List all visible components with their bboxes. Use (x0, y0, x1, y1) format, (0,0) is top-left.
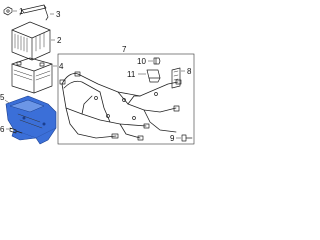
callout-3: 3 (56, 10, 61, 19)
tray-bolt (9, 127, 23, 134)
callout-6: 6 (0, 125, 5, 134)
battery (11, 57, 53, 94)
callout-11: 11 (127, 70, 136, 79)
callout-7: 7 (122, 45, 127, 54)
relay-bracket (146, 69, 161, 83)
callout-5: 5 (0, 93, 5, 102)
hold-down-bracket (19, 4, 49, 21)
clip-part (3, 6, 13, 16)
wiring-harness (59, 71, 182, 141)
harness-clip (153, 57, 161, 65)
harness-group-box (57, 53, 195, 145)
callout-10: 10 (137, 57, 146, 66)
callout-4: 4 (59, 62, 64, 71)
battery-cover (11, 21, 51, 61)
fuse-holder (171, 67, 181, 89)
callout-9: 9 (170, 134, 175, 143)
battery-tray (5, 95, 57, 145)
callout-2: 2 (57, 36, 62, 45)
harness-bolt (181, 134, 193, 142)
parts-diagram: 1 3 2 4 5 (0, 4, 195, 145)
callout-8: 8 (187, 67, 192, 76)
